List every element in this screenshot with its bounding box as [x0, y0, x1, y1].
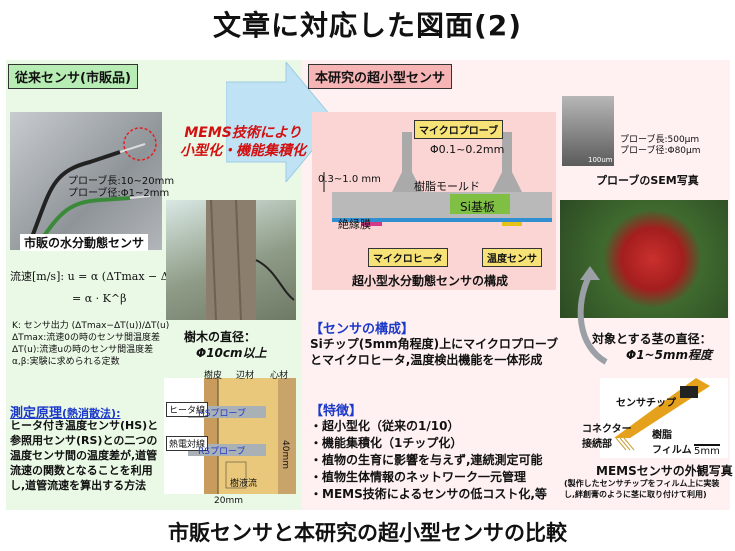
- sensor-structure-drawing: [323, 132, 552, 226]
- principle-title: 測定原理: [10, 406, 63, 421]
- formula-note: ΔTmax:流速0の時のセンサ間温度差: [12, 333, 161, 343]
- gap-label: 40mm: [280, 440, 290, 469]
- principle-text: ヒータ付き温度センサ(HS)と参照用センサ(RS)との二つの温度センサ間の温度差…: [10, 419, 159, 492]
- heater-wire-label: ヒータ線: [166, 402, 209, 417]
- micro-probe-label: マイクロプローブ: [414, 120, 504, 139]
- stem-diameter-label: 対象とする茎の直径：: [592, 332, 712, 346]
- principle-subtitle: (熱消散法):: [62, 407, 121, 420]
- chip-scale-label: 5mm: [694, 444, 720, 457]
- feature-item: ・MEMS技術によるセンサの低コスト化,等: [310, 487, 547, 501]
- depth-label: 20mm: [214, 496, 243, 506]
- features-list: ・超小型化（従来の1/10） ・機能集積化（1チップ化） ・植物の生育に影響を与…: [310, 418, 547, 503]
- mems-photo-note: (製作したセンサチップをフィルム上に実装し,絆創膏のように茎に取り付けて利用): [564, 479, 720, 499]
- stem-diameter-value: Φ1~5mm程度: [626, 348, 712, 362]
- mems-line-1: MEMS技術により: [184, 125, 302, 141]
- research-header: 本研究の超小型センサ: [308, 64, 453, 89]
- probe-dimension-label: Φ0.1~0.2mm: [430, 143, 505, 156]
- tree-diameter-label: 樹木の直径：: [184, 330, 257, 344]
- resin-film-label: 樹脂 フィルム: [652, 430, 692, 456]
- formula-notes: K: センサ出力 (ΔTmax−ΔT(u))/ΔT(u) ΔTmax:流速0の時…: [12, 320, 169, 368]
- sap-flow-label: 樹液流: [230, 479, 258, 489]
- structure-diagram-caption: 超小型水分動態センサの構成: [352, 274, 509, 288]
- tree-photo: [166, 199, 296, 321]
- conventional-probe-length: プローブ長:10~20mm: [68, 176, 175, 187]
- resin-mold-label: 樹脂モールド: [414, 180, 480, 193]
- tree-diameter-value: Φ10cm以上: [196, 346, 267, 360]
- structure-title: 【センサの構成】: [310, 322, 415, 337]
- si-substrate-label: Si基板: [460, 200, 495, 214]
- insulation-film-label: 絶縁膜: [338, 218, 371, 231]
- mems-arrow-text: MEMS技術により 小型化・機能集積化: [168, 124, 318, 160]
- sem-probe-diameter: プローブ径:Φ80μm: [620, 146, 701, 156]
- hs-probe-label: HSプローブ: [198, 409, 246, 419]
- mems-photo-caption: MEMSセンサの外観写真: [596, 464, 733, 478]
- principle-heading: 測定原理(熱消散法):: [10, 402, 120, 421]
- structure-text: Siチップ(5mm角程度)上にマイクロプローブとマイクロヒータ,温度検出機能を一…: [310, 337, 559, 367]
- thermocouple-label: 熱電対線: [166, 436, 209, 451]
- mems-sensor-photo: [600, 378, 728, 458]
- temperature-sensor-label: 温度センサ: [482, 248, 542, 267]
- sem-caption: プローブのSEM写真: [596, 174, 699, 187]
- curved-arrow: [577, 266, 608, 365]
- page-title: 文章に対応した図面(2): [212, 9, 523, 42]
- height-dimension-label: 0.3~1.0 mm: [318, 174, 381, 185]
- micro-heater-label: マイクロヒータ: [368, 248, 448, 267]
- sensor-cable-drawing: [28, 127, 157, 244]
- feature-item: ・超小型化（従来の1/10）: [310, 419, 460, 433]
- bottom-caption: 市販センサと本研究の超小型センサの比較: [168, 521, 567, 545]
- flow-formula-line-2: = α · K^β: [72, 292, 127, 305]
- transition-arrow: [226, 62, 336, 182]
- sem-probe-length: プローブ長:500μm: [620, 135, 700, 145]
- sensor-chip-label: センサチップ: [616, 398, 676, 409]
- formula-note: α,β:実験に求められる定数: [12, 357, 120, 367]
- feature-item: ・植物生体情報のネットワーク一元管理: [310, 470, 527, 484]
- feature-item: ・機能集積化（1チップ化）: [310, 436, 463, 450]
- connector-label: コネクター 接続部: [582, 424, 632, 450]
- formula-note: ΔT(u):流速uの時のセンサ間温度差: [12, 345, 154, 355]
- formula-note: K: センサ出力 (ΔTmax−ΔT(u))/ΔT(u): [12, 321, 170, 331]
- conventional-header: 従来センサ(市販品): [8, 64, 138, 89]
- features-title: 【特徴】: [310, 404, 363, 419]
- commercial-sensor-caption: 市販の水分動態センサ: [20, 234, 149, 251]
- heartwood-label: 心材: [270, 371, 289, 381]
- mems-chip-drawing: [614, 378, 710, 451]
- feature-item: ・植物の生育に影響を与えず,連続測定可能: [310, 453, 543, 467]
- sem-scale-label: 100um: [588, 156, 613, 164]
- tomato-photo: [560, 200, 728, 318]
- sem-probe-photo: 100um: [562, 96, 614, 166]
- conventional-probe-diameter: プローブ径:Φ1~2mm: [68, 188, 170, 199]
- sapwood-label: 辺材: [236, 371, 255, 381]
- rs-probe-label: RSプローブ: [198, 447, 246, 457]
- bark-label: 樹皮: [204, 371, 223, 381]
- tree-trunk-drawing: [206, 199, 295, 321]
- mems-line-2: 小型化・機能集積化: [180, 143, 306, 159]
- commercial-sensor-photo: [10, 112, 162, 250]
